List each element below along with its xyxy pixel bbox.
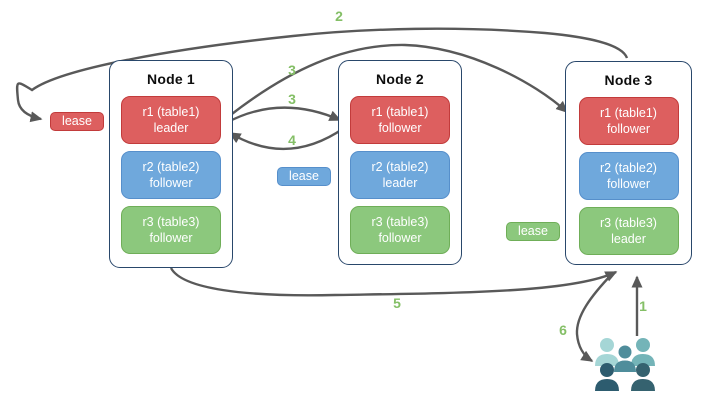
step-label-2: 2 bbox=[335, 8, 343, 24]
replica-role: follower bbox=[149, 231, 193, 245]
node-title: Node 3 bbox=[604, 72, 653, 88]
replica-r2-node1: r2 (table2) follower bbox=[121, 151, 221, 199]
replica-r1-node2: r1 (table1) follower bbox=[350, 96, 450, 144]
replica-role: leader bbox=[153, 121, 189, 135]
replica-r3-node3: r3 (table3) leader bbox=[578, 207, 679, 255]
replica-name: r1 (table1) bbox=[600, 105, 657, 120]
replica-name: r3 (table3) bbox=[600, 215, 657, 230]
replica-role: follower bbox=[149, 176, 193, 190]
step-label-6: 6 bbox=[559, 322, 567, 338]
user-figure-bottom-right bbox=[631, 363, 655, 391]
users-icon bbox=[595, 338, 655, 391]
replica-role: leader bbox=[611, 232, 646, 246]
step-label-1: 1 bbox=[639, 298, 647, 314]
replica-name: r1 (table1) bbox=[371, 104, 429, 119]
user-figure-top-left bbox=[595, 338, 619, 366]
node-title: Node 1 bbox=[147, 71, 195, 87]
step-label-5: 5 bbox=[393, 295, 401, 311]
lease-tag-table1: lease bbox=[50, 112, 104, 131]
replica-r2-node2: r2 (table2) leader bbox=[350, 151, 450, 199]
user-figure-bottom-left bbox=[595, 363, 619, 391]
user-figure-middle bbox=[614, 345, 636, 372]
replica-role: follower bbox=[378, 231, 422, 245]
user-figure-top-right bbox=[631, 338, 655, 366]
replica-r3-node2: r3 (table3) follower bbox=[350, 206, 450, 254]
replica-name: r1 (table1) bbox=[142, 104, 200, 119]
node-3: Node 3 r1 (table1) follower r2 (table2) … bbox=[565, 61, 692, 265]
replica-r1-node1: r1 (table1) leader bbox=[121, 96, 221, 144]
replica-name: r3 (table3) bbox=[142, 214, 200, 229]
lease-tag-table3: lease bbox=[506, 222, 560, 241]
arrow-step5-node1-to-node3 bbox=[169, 267, 618, 297]
arrow-step3-leader-to-node2 bbox=[225, 106, 342, 125]
replica-role: leader bbox=[382, 176, 418, 190]
replica-role: follower bbox=[378, 121, 422, 135]
replica-name: r2 (table2) bbox=[371, 159, 429, 174]
replica-role: follower bbox=[606, 122, 651, 136]
replica-name: r2 (table2) bbox=[142, 159, 200, 174]
step-label-4: 4 bbox=[288, 132, 296, 148]
replica-role: follower bbox=[606, 177, 651, 191]
node-title: Node 2 bbox=[376, 71, 424, 87]
replica-name: r2 (table2) bbox=[600, 160, 657, 175]
replica-name: r3 (table3) bbox=[371, 214, 429, 229]
node-2: Node 2 r1 (table1) follower r2 (table2) … bbox=[338, 60, 462, 265]
replica-r2-node3: r2 (table2) follower bbox=[578, 152, 679, 200]
replica-r1-node3: r1 (table1) follower bbox=[578, 97, 679, 145]
step-label-3a: 3 bbox=[288, 62, 296, 78]
node-1: Node 1 r1 (table1) leader r2 (table2) fo… bbox=[109, 60, 233, 268]
arrow-step4-node2-to-leader bbox=[228, 127, 345, 151]
step-label-3b: 3 bbox=[288, 91, 296, 107]
replica-r3-node1: r3 (table3) follower bbox=[121, 206, 221, 254]
lease-tag-table2: lease bbox=[277, 167, 331, 186]
